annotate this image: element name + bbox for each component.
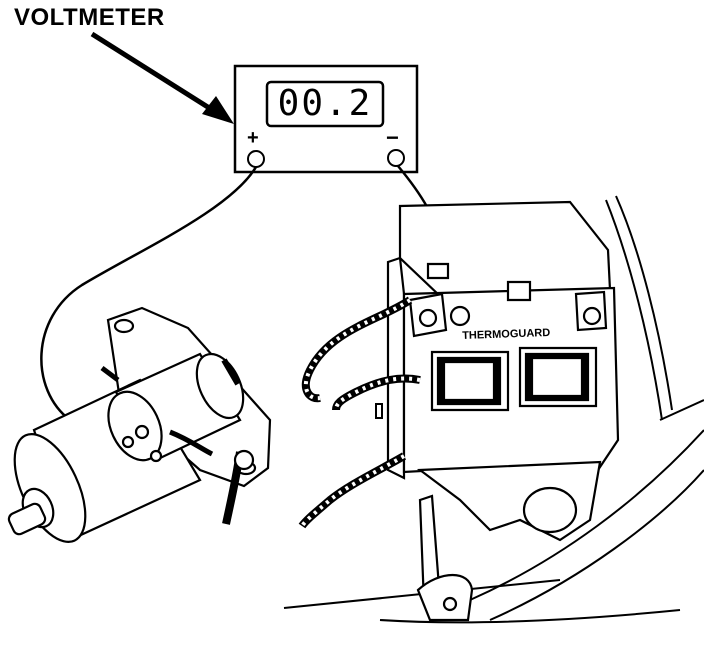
thermoguard-relay-box: [388, 202, 618, 620]
voltmeter-reading: 00.2: [277, 83, 373, 124]
positive-terminal: [248, 151, 264, 167]
voltmeter-label: VOLTMETER: [14, 4, 165, 31]
relay-center-stud: [451, 307, 469, 325]
solenoid-terminal: [136, 426, 148, 438]
starter-motor: [0, 308, 270, 552]
relay-box-cover: [400, 202, 610, 296]
negative-terminal-label: −: [386, 125, 399, 150]
starter-shaft: [7, 502, 47, 536]
label-pointer-arrow: [92, 34, 234, 124]
voltmeter: [235, 66, 417, 172]
flange-bolt-hole: [115, 320, 133, 332]
voltmeter-display: [267, 82, 383, 126]
wiring-harness: [302, 300, 420, 526]
mounting-foot: [418, 575, 472, 620]
positive-terminal-label: +: [247, 127, 259, 149]
negative-terminal: [388, 150, 404, 166]
